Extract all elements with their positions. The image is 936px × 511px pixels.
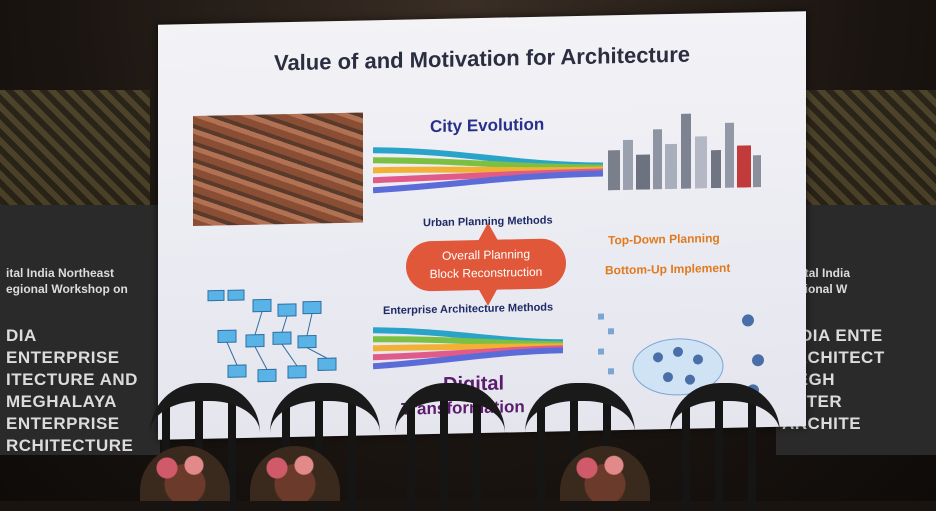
chair [395, 383, 505, 511]
enterprise-architecture-methods-label: Enterprise Architecture Methods [383, 301, 554, 318]
left-banner-subtitle-line1: ital India Northeast [6, 266, 115, 280]
city-evolution-label: City Evolution [430, 114, 545, 137]
city-skyline-illustration [608, 113, 761, 191]
top-down-planning-label: Top-Down Planning [608, 231, 720, 248]
overall-planning-oval: Overall Planning Block Reconstruction [406, 238, 566, 292]
slide-title: Value of and Motivation for Architecture [273, 41, 690, 76]
left-banner-title-line4: ENTERPRISE [6, 414, 120, 433]
left-banner-title: DIA ENTERPRISE ITECTURE AND MEGHALAYA EN… [6, 325, 154, 457]
digital-transformation-streams [373, 327, 563, 370]
city-evolution-streams [373, 147, 603, 194]
block-reconstruction-text: Block Reconstruction [429, 264, 543, 282]
audience-chairs-row [0, 381, 936, 511]
left-banner-title-line2: ITECTURE AND [6, 370, 138, 389]
left-banner-title-line1: DIA ENTERPRISE [6, 326, 120, 367]
right-banner-title-line2: ARCHITECT [782, 348, 885, 367]
right-banner-title-line1: INDIA ENTE [782, 326, 883, 345]
left-banner-title-line5: RCHITECTURE [6, 436, 134, 455]
city-aerial-photo [193, 112, 363, 227]
left-event-banner: ital India Northeast egional Workshop on… [0, 205, 160, 455]
organization-people-diagram [598, 313, 764, 397]
overall-planning-text: Overall Planning [441, 246, 531, 263]
left-banner-title-line3: MEGHALAYA [6, 392, 117, 411]
up-arrow-icon [478, 222, 498, 242]
projector-screen: Value of and Motivation for Architecture… [158, 11, 806, 440]
enterprise-network-diagram [207, 289, 337, 383]
bottom-up-implement-label: Bottom-Up Implement [605, 260, 731, 278]
left-banner-subtitle-line2: egional Workshop on [6, 282, 128, 296]
chair [670, 383, 780, 511]
left-banner-subtitle: ital India Northeast egional Workshop on [6, 265, 154, 297]
